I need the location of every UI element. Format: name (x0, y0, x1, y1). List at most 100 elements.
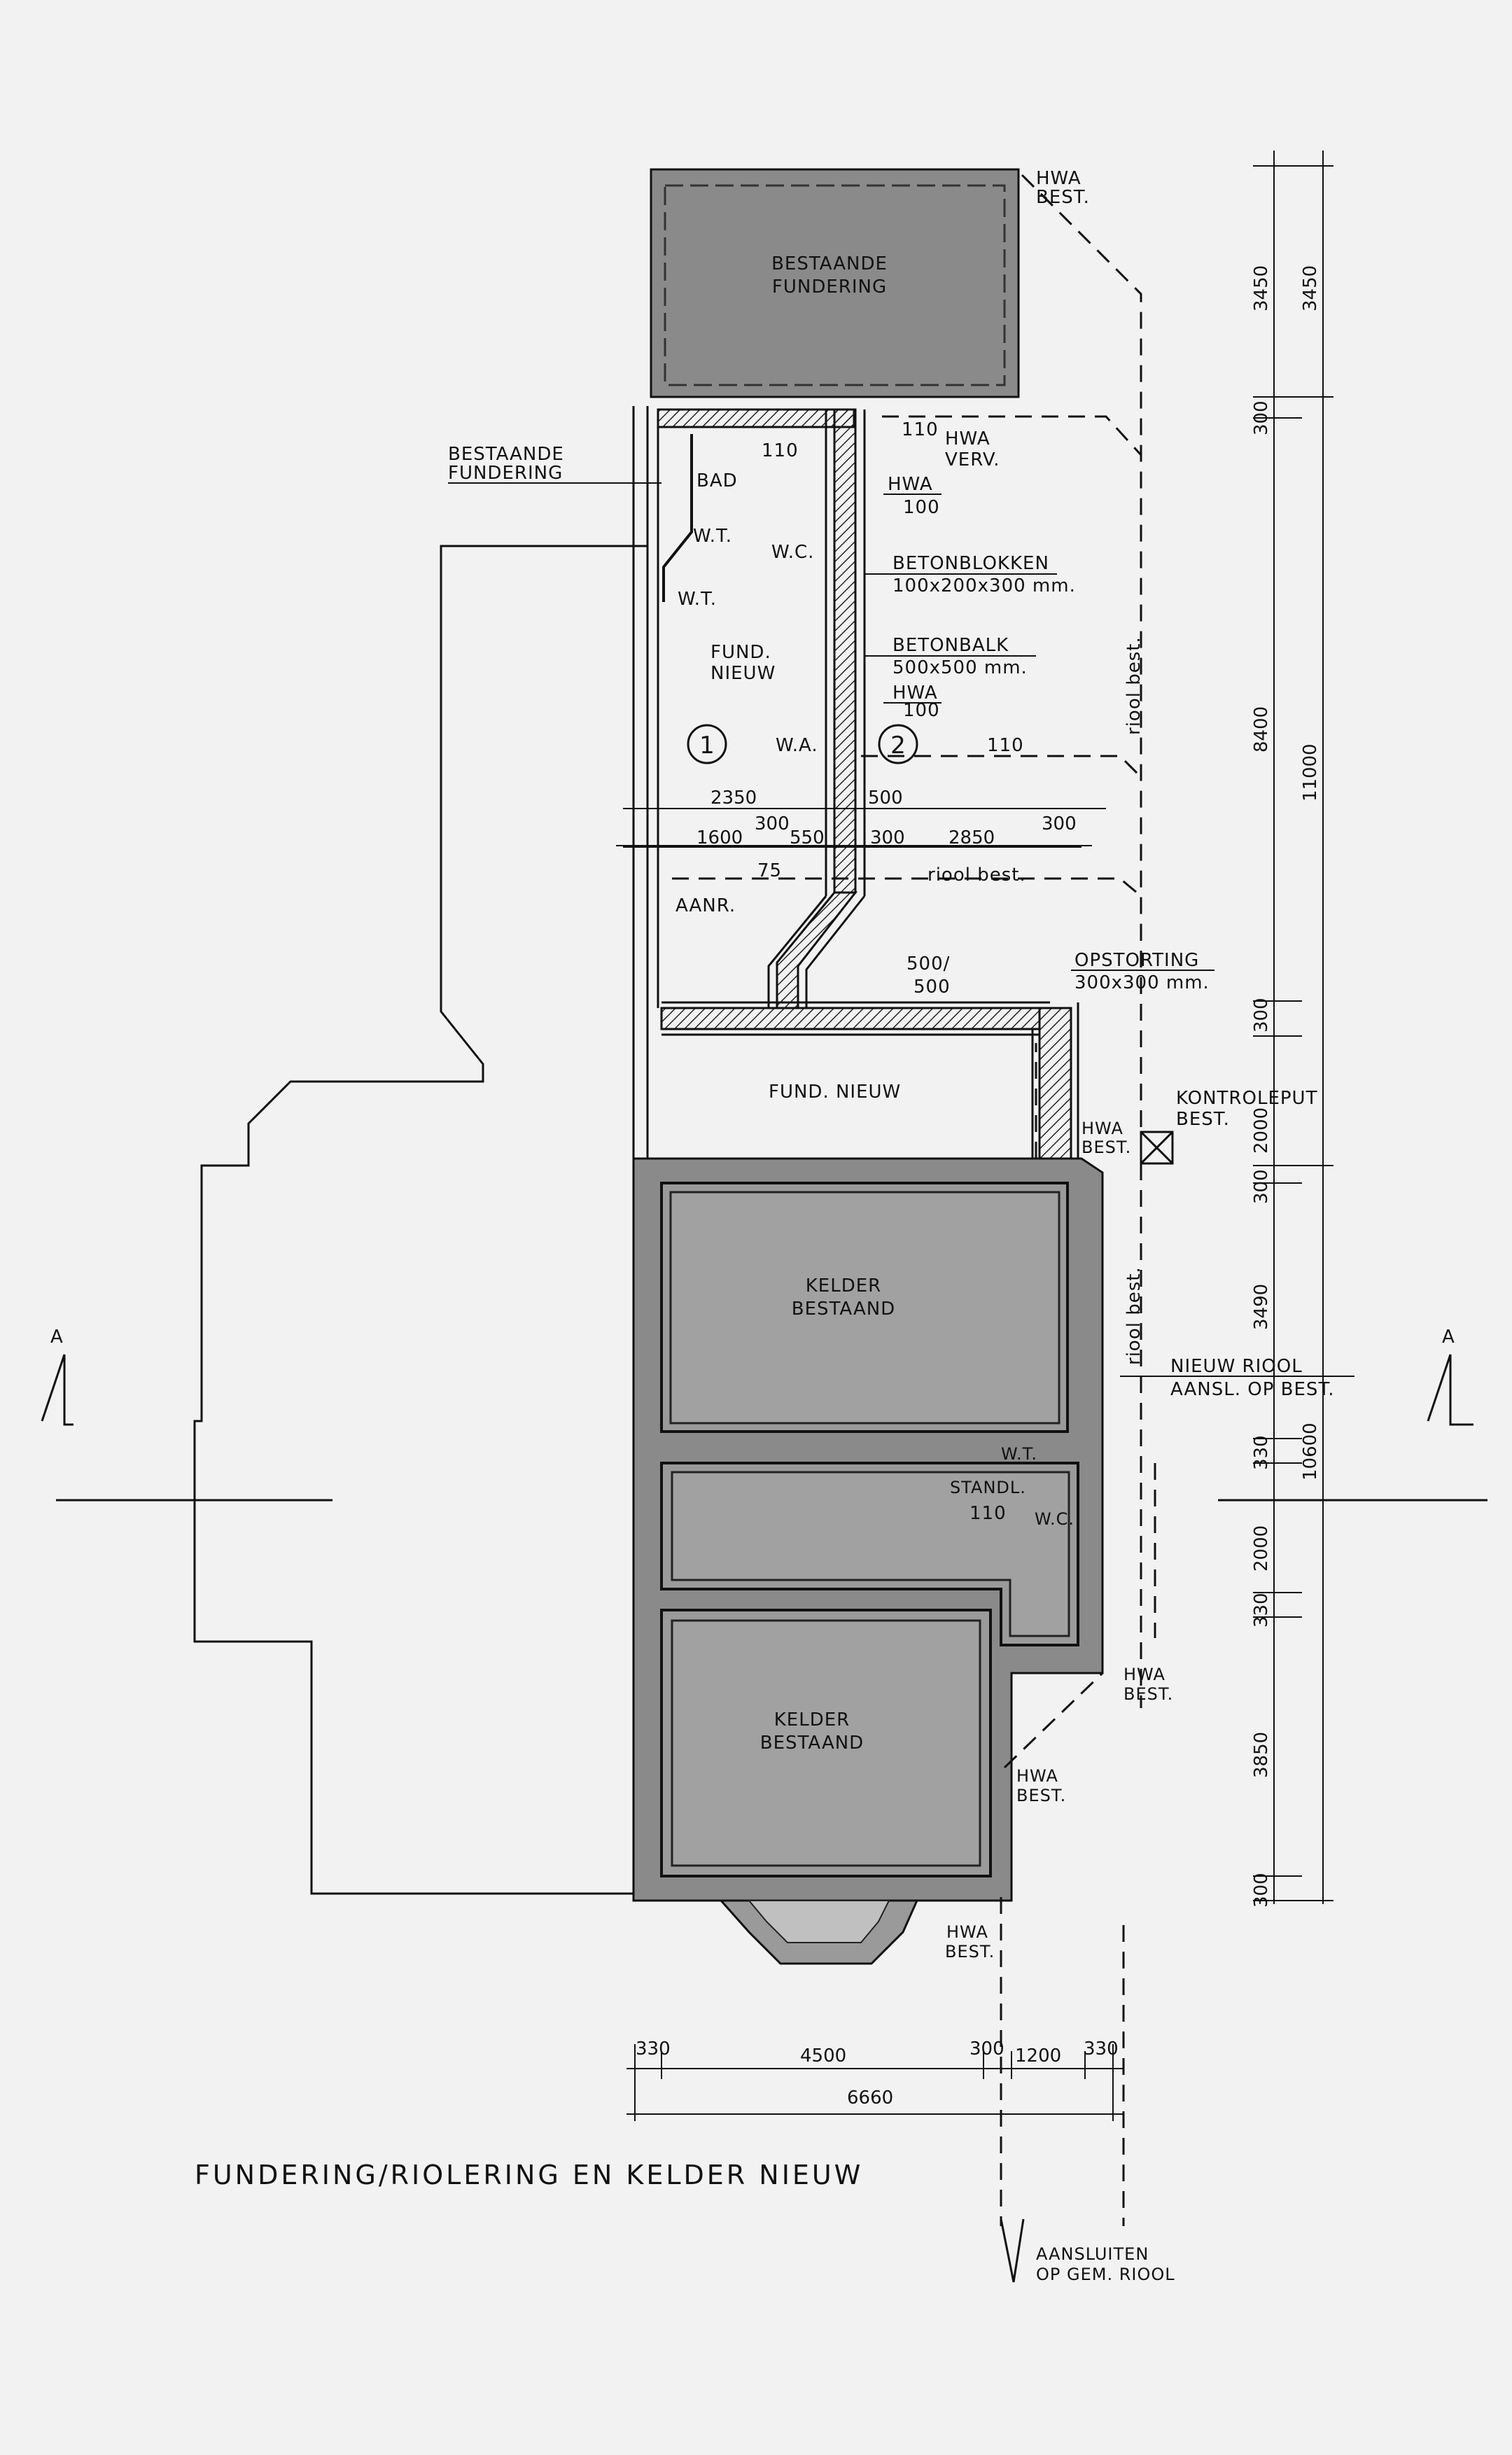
hwa-best-low-2: BEST. (1124, 1684, 1173, 1704)
aanr-label: AANR. (676, 895, 736, 916)
section-a-right: A (1442, 1327, 1455, 1348)
pipe-500-500-2: 500 (913, 977, 951, 998)
standl-label: STANDL. (950, 1478, 1026, 1497)
hwa-100-a-2: 100 (903, 497, 940, 518)
pipe-110-b: 110 (762, 440, 799, 461)
dim-2350: 2350 (710, 788, 757, 809)
wa-label: W.A. (776, 735, 818, 756)
cellar-1-label-2: BESTAAND (792, 1299, 895, 1320)
hwa-best-mid-1: HWA (1082, 1119, 1124, 1138)
bad-label: BAD (696, 470, 738, 491)
dim-r-11000: 11000 (1300, 743, 1321, 802)
dim-r-300-a: 300 (1251, 400, 1272, 435)
dim-300-c: 300 (1042, 813, 1077, 834)
wt-a: W.T. (693, 526, 732, 547)
hwa-best-bot-1: HWA (946, 1922, 988, 1942)
hwa-verv-2: VERV. (945, 449, 1000, 470)
dim-300-b: 300 (870, 827, 905, 848)
drawing-title: FUNDERING/RIOLERING EN KELDER NIEUW (195, 2160, 863, 2190)
hwa-best-bot-2: BEST. (945, 1942, 995, 1961)
existing-foundation-top: BESTAANDE FUNDERING (650, 168, 1020, 398)
cellar-2-label-1: KELDER (774, 1709, 850, 1730)
hwa-best-low-1: HWA (1124, 1665, 1166, 1684)
pipe-110-c: 110 (987, 735, 1024, 756)
dim-r-2000-b: 2000 (1251, 1525, 1272, 1572)
dim-r-3490: 3490 (1251, 1284, 1272, 1330)
dimension-values-bottom: 330 4500 300 1200 330 6660 (636, 2038, 1119, 2108)
opstorting-2: 300x300 mm. (1074, 972, 1210, 993)
dim-r-330-a: 330 (1251, 1435, 1272, 1470)
hwa-best-low2-2: BEST. (1016, 1786, 1066, 1805)
pipe-110-d: 110 (969, 1503, 1007, 1524)
dimension-chain-middle (616, 808, 1106, 848)
dim-b-330-b: 330 (1084, 2038, 1119, 2059)
section-a-left: A (50, 1327, 64, 1348)
dim-500: 500 (868, 788, 903, 809)
wc-a: W.C. (771, 542, 814, 563)
dim-r-300-d: 300 (1251, 1873, 1272, 1908)
dim-r-10600: 10600 (1300, 1422, 1321, 1481)
dim-r-3450-b: 3450 (1300, 265, 1321, 312)
existing-basement: KELDER BESTAAND KELDER BESTAAND (632, 1157, 1104, 1965)
hwa-best-low2-1: HWA (1016, 1766, 1058, 1786)
dimension-chain-bottom (626, 2044, 1124, 2121)
annotations: HWA BEST. BESTAANDE FUNDERING 110 HWA VE… (41, 168, 1474, 2284)
aansluiten-1: AANSLUITEN (1036, 2244, 1149, 2264)
existing-foundation-left-1: BESTAANDE (448, 444, 564, 465)
betonbalk-2: 500x500 mm. (892, 657, 1028, 678)
pipe-75: 75 (757, 860, 782, 881)
dim-300-a: 300 (755, 813, 790, 834)
hwa-best-mid-2: BEST. (1082, 1138, 1131, 1157)
aansluiten-2: OP GEM. RIOOL (1036, 2265, 1175, 2284)
new-extension (632, 406, 1079, 1163)
dim-r-3850: 3850 (1251, 1732, 1272, 1778)
existing-foundation-label-1: BESTAANDE (771, 253, 888, 274)
marker-2: 2 (890, 732, 906, 760)
dim-r-2000-a: 2000 (1251, 1107, 1272, 1154)
dim-r-3450-a: 3450 (1251, 265, 1272, 312)
fund-nieuw-1: FUND. (710, 642, 771, 663)
pipe-110-a: 110 (902, 419, 939, 440)
dimension-values-middle: 2350 500 1600 300 550 300 2850 300 (696, 788, 1077, 848)
dimension-chain-right (1253, 151, 1334, 1904)
dim-550: 550 (790, 827, 825, 848)
dim-r-300-b: 300 (1251, 998, 1272, 1033)
hwa-best-top-2: BEST. (1036, 187, 1090, 208)
dimension-values-right: 3450 3450 300 8400 11000 300 2000 300 34… (1251, 265, 1321, 1908)
riool-best-vertical: riool best. (1124, 636, 1144, 735)
fund-nieuw-mid: FUND. NIEUW (769, 1082, 901, 1103)
dim-b-4500: 4500 (800, 2045, 846, 2066)
dim-b-300: 300 (969, 2038, 1004, 2059)
wt-b: W.T. (678, 589, 717, 610)
betonblokken-1: BETONBLOKKEN (892, 553, 1049, 574)
hwa-100-b-2: 100 (903, 700, 940, 721)
riool-best-vertical-2: riool best. (1124, 1266, 1144, 1365)
nieuw-riool-1: NIEUW RIOOL (1170, 1356, 1303, 1377)
dim-1600: 1600 (696, 827, 743, 848)
dim-r-300-c: 300 (1251, 1169, 1272, 1204)
dim-b-330-a: 330 (636, 2038, 671, 2059)
sewer-lines (672, 174, 1156, 2226)
dim-b-1200: 1200 (1015, 2045, 1061, 2066)
existing-foundation-label-2: FUNDERING (772, 277, 887, 298)
fund-nieuw-2: NIEUW (710, 663, 776, 684)
existing-foundation-left-2: FUNDERING (448, 463, 563, 484)
wt-c: W.T. (1001, 1444, 1037, 1464)
cellar-1-label-1: KELDER (806, 1275, 881, 1296)
dim-r-8400: 8400 (1251, 706, 1272, 753)
opstorting-1: OPSTORTING (1074, 950, 1199, 971)
riool-best-horizontal: riool best. (927, 865, 1026, 886)
hwa-100-a-1: HWA (888, 474, 933, 495)
cellar-2-label-2: BESTAAND (760, 1733, 864, 1754)
betonbalk-1: BETONBALK (892, 635, 1009, 656)
kontroleput-manhole (1140, 1131, 1174, 1165)
betonblokken-2: 100x200x300 mm. (892, 575, 1076, 596)
dim-r-330-b: 330 (1251, 1593, 1272, 1628)
marker-1: 1 (699, 732, 715, 760)
hwa-verv-1: HWA (945, 428, 990, 449)
pipe-500-500-1: 500/ (906, 953, 950, 974)
section-markers: 1 2 (687, 724, 918, 764)
dim-2850: 2850 (948, 827, 995, 848)
hwa-100-b-1: HWA (892, 683, 938, 704)
